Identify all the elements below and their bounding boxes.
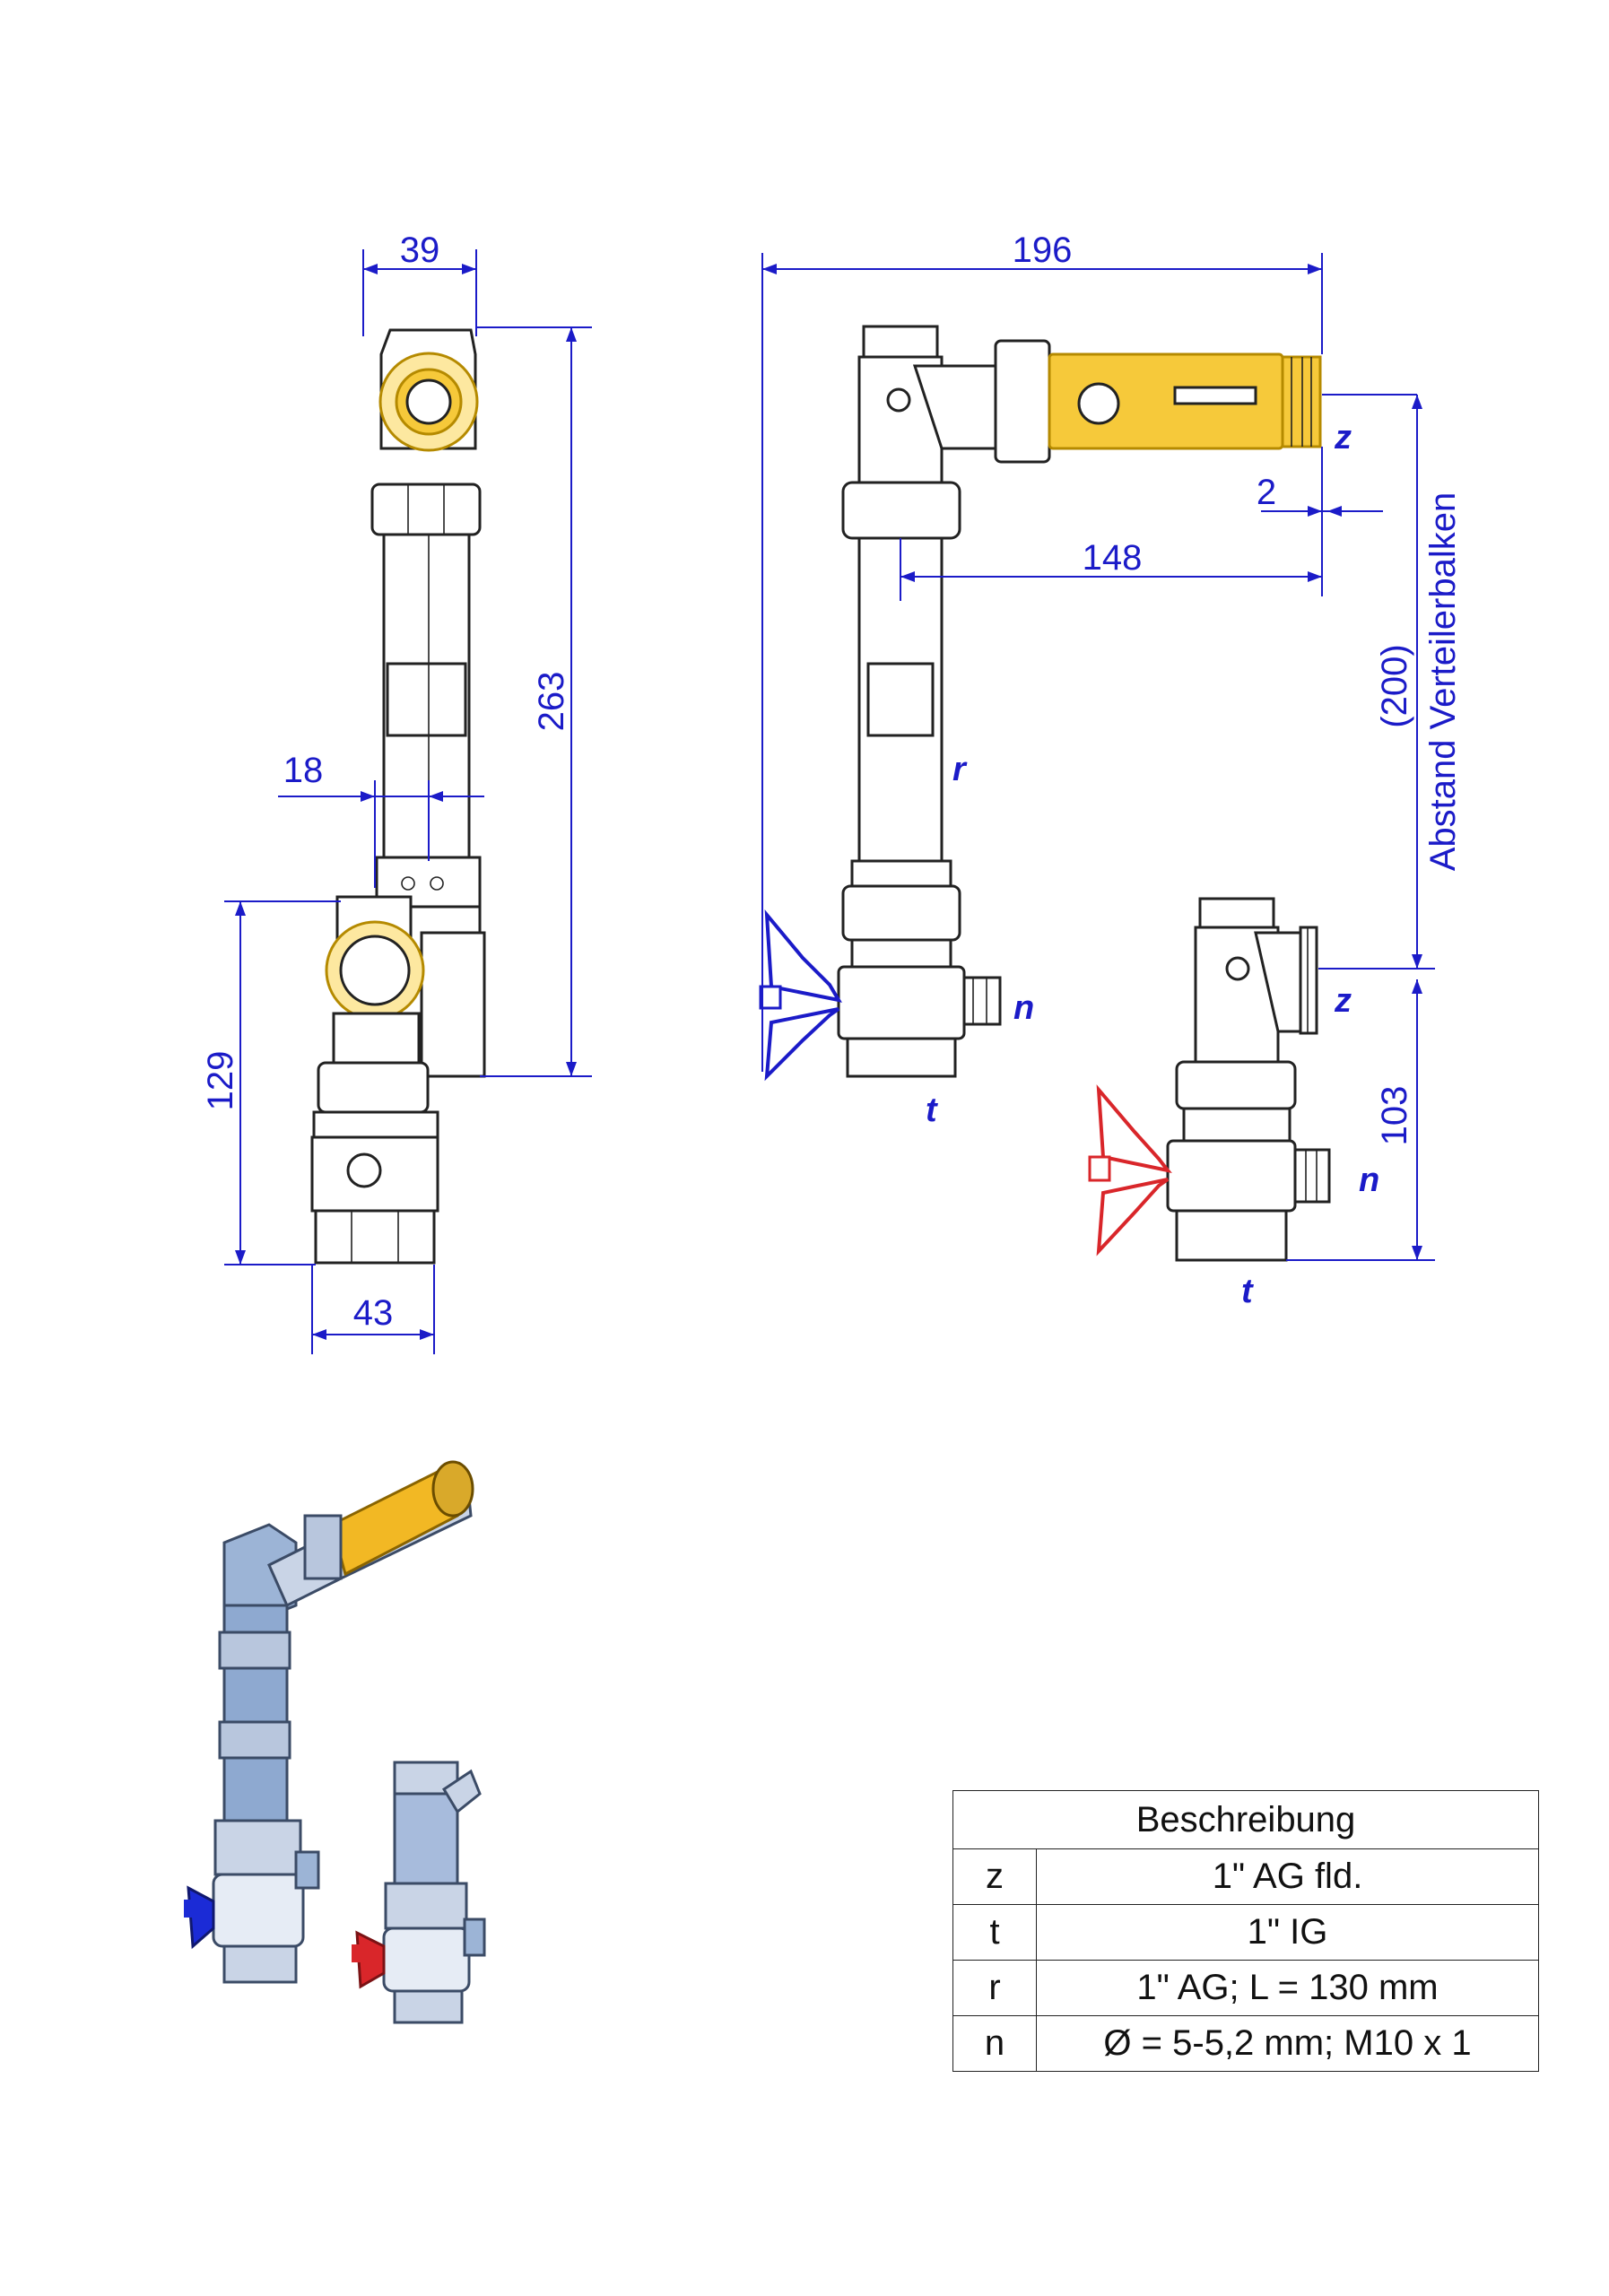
table-row: n Ø = 5-5,2 mm; M10 x 1 — [952, 2015, 1539, 2072]
isometric-illustration — [184, 1460, 486, 2024]
description-table: Beschreibung z 1" AG fld. t 1" IG r 1" A… — [952, 1790, 1539, 2072]
front-offset-dim: 18 — [283, 751, 324, 790]
label-t-short: t — [1241, 1273, 1254, 1310]
table-key: r — [952, 1960, 1037, 2016]
side-spacing-text: Abstand Verteilerbalken — [1423, 492, 1463, 872]
side-dimension-lines — [761, 253, 1422, 1072]
label-t-side: t — [926, 1091, 938, 1129]
front-view — [310, 328, 486, 1265]
table-value: 1" AG; L = 130 mm — [1036, 1960, 1539, 2016]
side-reach-dim: 148 — [1083, 538, 1143, 578]
short-height-dim: 103 — [1375, 1086, 1414, 1146]
table-key: t — [952, 1904, 1037, 1961]
table-header-row: Beschreibung — [952, 1790, 1539, 1849]
side-spacing-value: (200) — [1375, 644, 1414, 727]
side-total-width-dim: 196 — [1013, 230, 1073, 270]
front-lower-height-dim: 129 — [201, 1051, 240, 1111]
label-z-lower: z — [1334, 982, 1352, 1020]
short-assembly-view — [1088, 897, 1331, 1262]
label-r: r — [952, 751, 968, 788]
side-gap-dim: 2 — [1257, 473, 1276, 512]
label-n-side: n — [1013, 989, 1034, 1027]
table-value: 1" AG fld. — [1036, 1848, 1539, 1905]
table-header: Beschreibung — [952, 1790, 1539, 1849]
table-key: z — [952, 1848, 1037, 1905]
blue-handle-icon — [764, 909, 842, 1082]
table-value: Ø = 5-5,2 mm; M10 x 1 — [1036, 2015, 1539, 2072]
table-row: r 1" AG; L = 130 mm — [952, 1960, 1539, 2016]
table-value: 1" IG — [1036, 1904, 1539, 1961]
label-n-short: n — [1359, 1161, 1379, 1199]
red-handle-icon — [1096, 1084, 1172, 1257]
front-dimension-lines — [224, 249, 592, 1354]
front-top-width-dim: 39 — [400, 230, 440, 270]
side-view-long-assembly — [759, 325, 1322, 1082]
front-total-height-dim: 263 — [532, 672, 571, 732]
front-bottom-width-dim: 43 — [353, 1293, 394, 1333]
table-row: t 1" IG — [952, 1904, 1539, 1961]
table-row: z 1" AG fld. — [952, 1848, 1539, 1905]
label-z-upper: z — [1334, 419, 1352, 457]
short-dimension-lines — [1286, 968, 1435, 1261]
table-key: n — [952, 2015, 1037, 2072]
